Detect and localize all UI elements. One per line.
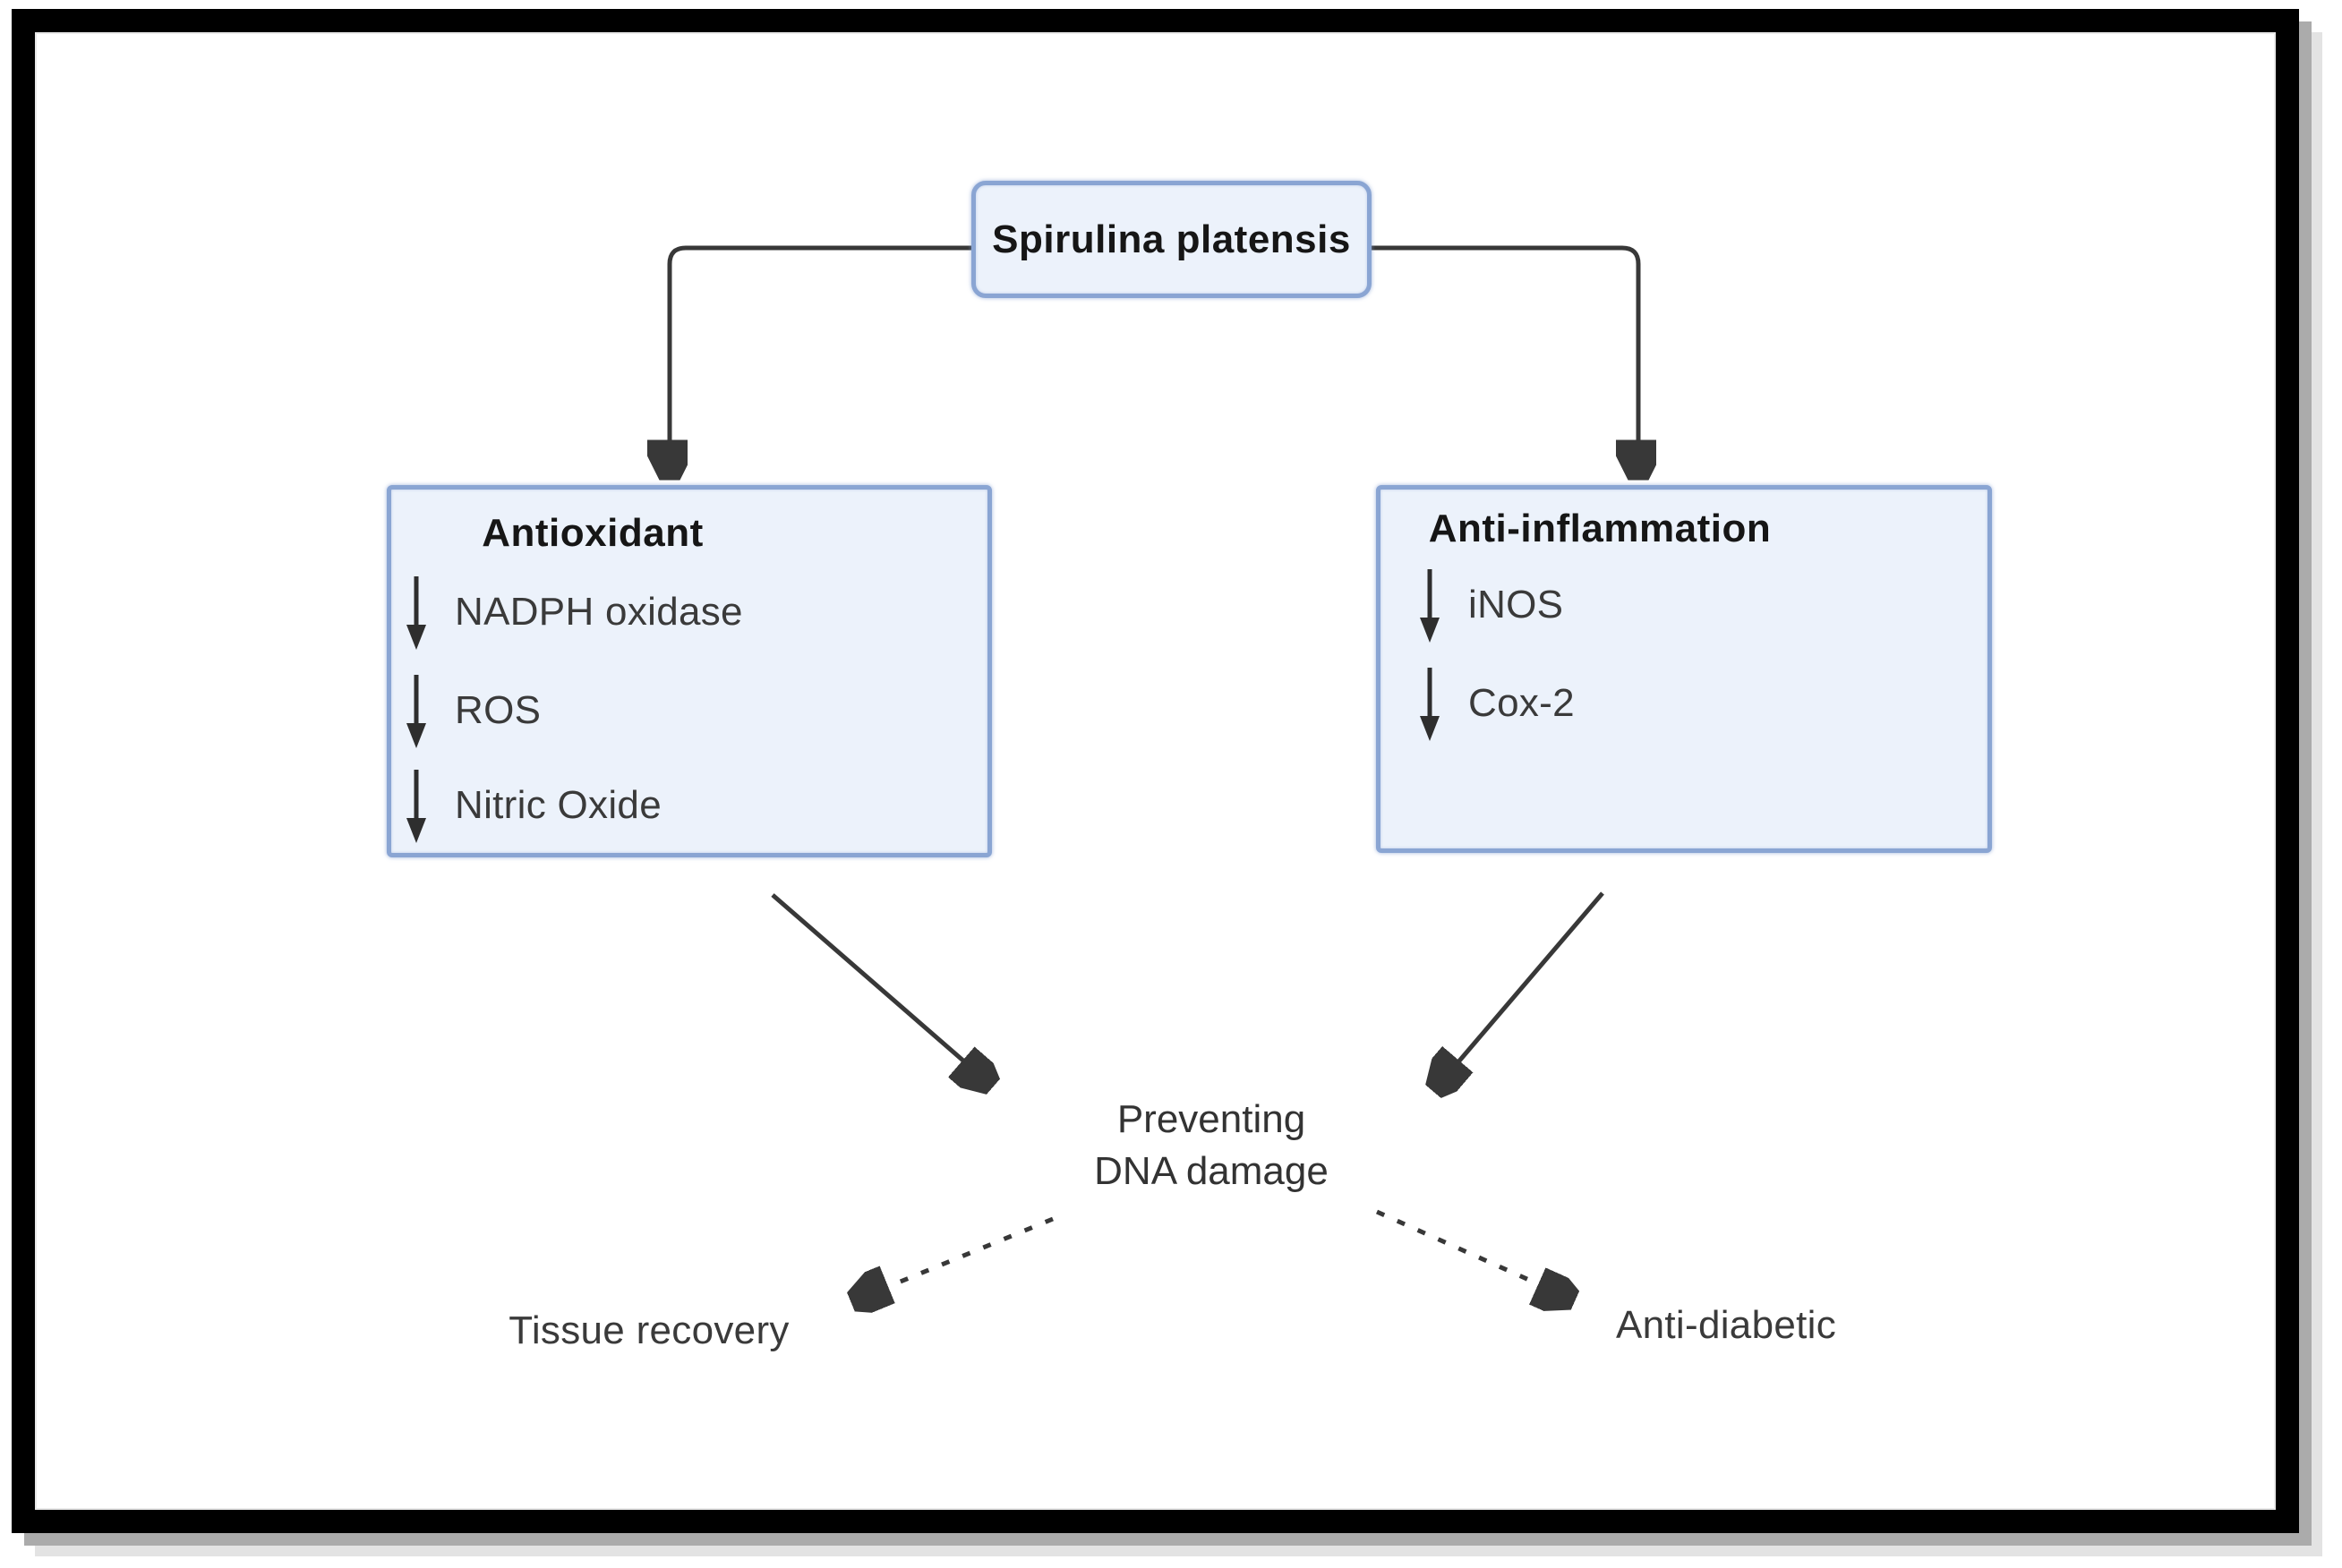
outcome-line1: Preventing xyxy=(1116,1097,1306,1141)
list-item: Nitric Oxide xyxy=(403,768,662,843)
item-label: Nitric Oxide xyxy=(455,783,662,827)
item-label: iNOS xyxy=(1468,583,1564,626)
node-spirulina-platensis: Spirulina platensis xyxy=(971,181,1372,298)
list-item: iNOS xyxy=(1416,567,1563,643)
list-item: Cox-2 xyxy=(1416,666,1575,741)
outcome-text: Preventing DNA damage xyxy=(1014,1094,1408,1197)
result-anti-diabetic: Anti-diabetic xyxy=(1615,1303,1837,1347)
antioxidant-title: Antioxidant xyxy=(482,511,704,555)
item-label: NADPH oxidase xyxy=(455,590,743,634)
anti-inflammation-title: Anti-inflammation xyxy=(1428,507,1772,550)
list-item: ROS xyxy=(403,673,541,748)
down-arrow-icon xyxy=(406,770,426,843)
down-arrow-icon xyxy=(1420,668,1440,741)
list-item: NADPH oxidase xyxy=(403,575,743,650)
item-label: Cox-2 xyxy=(1468,681,1575,725)
node-anti-inflammation xyxy=(1376,485,1992,853)
node-antioxidant xyxy=(387,485,992,857)
item-label: ROS xyxy=(455,688,542,732)
result-tissue-recovery: Tissue recovery xyxy=(509,1308,790,1352)
down-arrow-icon xyxy=(406,675,426,748)
down-arrow-icon xyxy=(1420,569,1440,643)
outcome-line2: DNA damage xyxy=(1094,1149,1329,1193)
root-label: Spirulina platensis xyxy=(992,217,1351,261)
down-arrow-icon xyxy=(406,576,426,650)
